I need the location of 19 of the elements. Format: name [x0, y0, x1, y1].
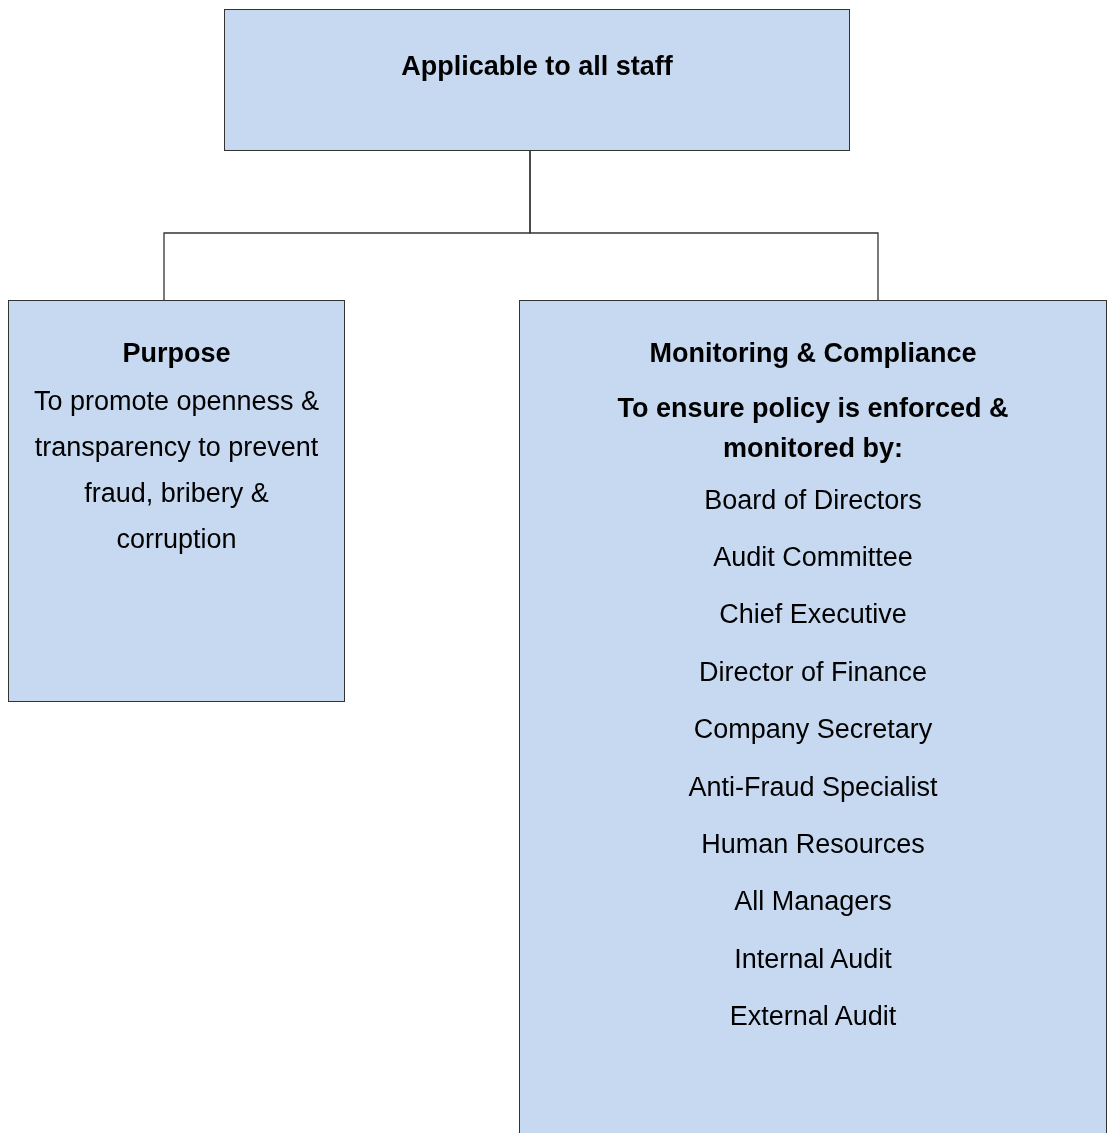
box-heading: Purpose — [121, 337, 232, 370]
description-text: To promote openness & transparency to prevent fraud, bribery & corruption — [32, 385, 321, 557]
list-item: External Audit — [728, 1000, 898, 1033]
header-box — [224, 9, 850, 151]
box-heading: Applicable to all staff — [400, 50, 674, 83]
content-box — [519, 300, 1107, 1133]
list-item: Human Resources — [700, 828, 926, 861]
list-item: Internal Audit — [733, 942, 893, 976]
subheading: To ensure policy is enforced & monitored by: — [616, 392, 1010, 465]
connector-line — [529, 150, 879, 301]
list-item: Anti-Fraud Specialist — [687, 770, 939, 803]
list-item: All Managers — [733, 885, 893, 918]
list-item: Director of Finance — [697, 655, 929, 689]
list-item: Board of Directors — [703, 483, 923, 517]
list-item: Company Secretary — [692, 713, 934, 746]
list-item: Chief Executive — [718, 598, 908, 631]
list-item: Audit Committee — [712, 541, 914, 574]
content-box — [8, 300, 345, 702]
box-heading: Monitoring & Compliance — [648, 337, 978, 370]
